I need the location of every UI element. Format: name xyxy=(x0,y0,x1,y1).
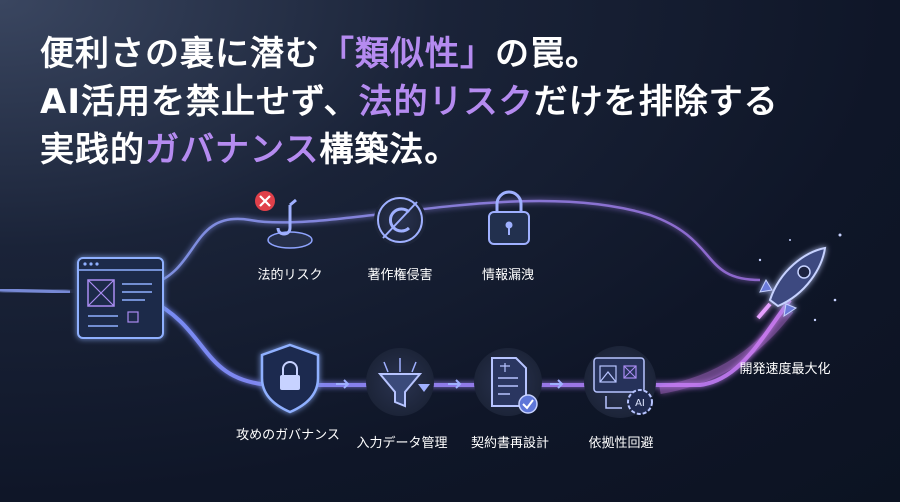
governance-label-offensive: 攻めのガバナンス xyxy=(236,428,340,443)
hook-icon xyxy=(267,198,313,249)
rocket-icon xyxy=(756,246,827,320)
funnel-icon xyxy=(366,348,434,416)
governance-label-reliance: 依拠性回避 xyxy=(588,436,654,451)
goal-label: 開発速度最大化 xyxy=(739,362,831,377)
svg-text:AI: AI xyxy=(635,398,645,409)
sparkle-icon xyxy=(758,233,842,322)
danger-x-icon xyxy=(255,191,275,211)
document-window-icon xyxy=(77,257,164,339)
contract-icon xyxy=(474,348,542,416)
shield-lock-icon xyxy=(260,343,320,414)
arrow-icon xyxy=(336,379,564,389)
governance-path-line xyxy=(149,298,792,387)
headline-line-1: 便利さの裏に潜む「類似性」の罠。 xyxy=(40,34,600,74)
headline-line-2: AI活用を禁止せず、法的リスクだけを排除する xyxy=(40,82,779,122)
headline-line-3: 実践的ガバナンス構築法。 xyxy=(40,130,460,170)
risk-label-leak: 情報漏洩 xyxy=(481,268,535,283)
rocket-trail xyxy=(659,307,794,394)
copyright-icon xyxy=(374,194,426,246)
lock-icon xyxy=(488,190,530,245)
risk-path-line xyxy=(149,199,761,287)
risk-label-legal: 法的リスク xyxy=(257,268,323,283)
governance-label-contract: 契約書再設計 xyxy=(470,436,550,451)
governance-label-input-data: 入力データ管理 xyxy=(356,436,448,451)
headline: 便利さの裏に潜む「類似性」の罠。 AI活用を禁止せず、法的リスクだけを排除する … xyxy=(40,30,779,174)
incoming-stream xyxy=(0,288,71,294)
risk-label-copyright: 著作権侵害 xyxy=(367,268,433,283)
ai-window-icon: AI xyxy=(584,346,656,418)
